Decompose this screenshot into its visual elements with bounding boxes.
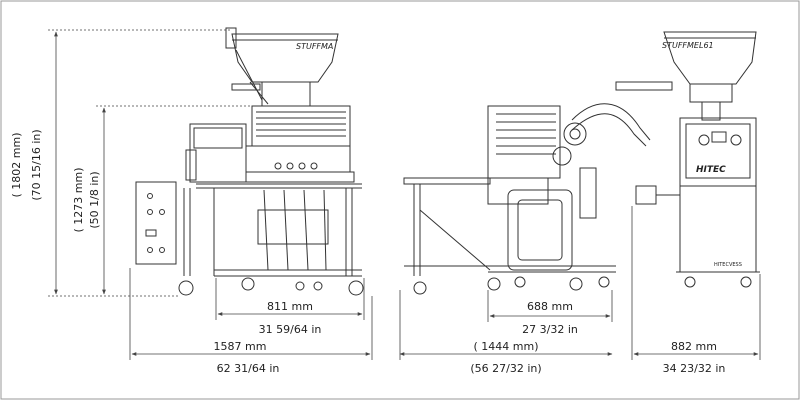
dim-total-height-in: (70 15/16 in) — [30, 129, 43, 200]
dim-side-width-mm: 688 mm — [527, 300, 573, 313]
dimension-lines — [48, 29, 761, 360]
dim-side-width-in: 27 3/32 in — [522, 323, 578, 336]
machine-front-view — [135, 27, 364, 296]
dim-side-total-in: (56 27/32 in) — [470, 362, 541, 375]
dim-front-total-mm: 1587 mm — [214, 340, 267, 353]
dim-front-total-in: 62 31/64 in — [217, 362, 280, 375]
dim-hopper-height-mm: ( 1273 mm) — [72, 167, 85, 232]
machine-rear-view — [615, 31, 760, 288]
dim-side-total-mm: ( 1444 mm) — [473, 340, 538, 353]
panel-brand: HITEC — [696, 165, 726, 175]
hopper-brand-right: STUFFMEL61 — [662, 41, 714, 50]
machine-side-view — [403, 103, 651, 295]
hopper-brand-left: STUFFMA — [296, 42, 333, 51]
dim-rear-width-mm: 882 mm — [671, 340, 717, 353]
dim-rear-width-in: 34 23/32 in — [663, 362, 726, 375]
dim-hopper-height-in: (50 1/8 in) — [88, 171, 101, 228]
dim-front-width-in: 31 59/64 in — [259, 323, 322, 336]
dim-total-height-mm: ( 1802 mm) — [10, 132, 23, 197]
dim-front-width-mm: 811 mm — [267, 300, 313, 313]
panel-brand-small: HITECVESS — [714, 262, 742, 268]
